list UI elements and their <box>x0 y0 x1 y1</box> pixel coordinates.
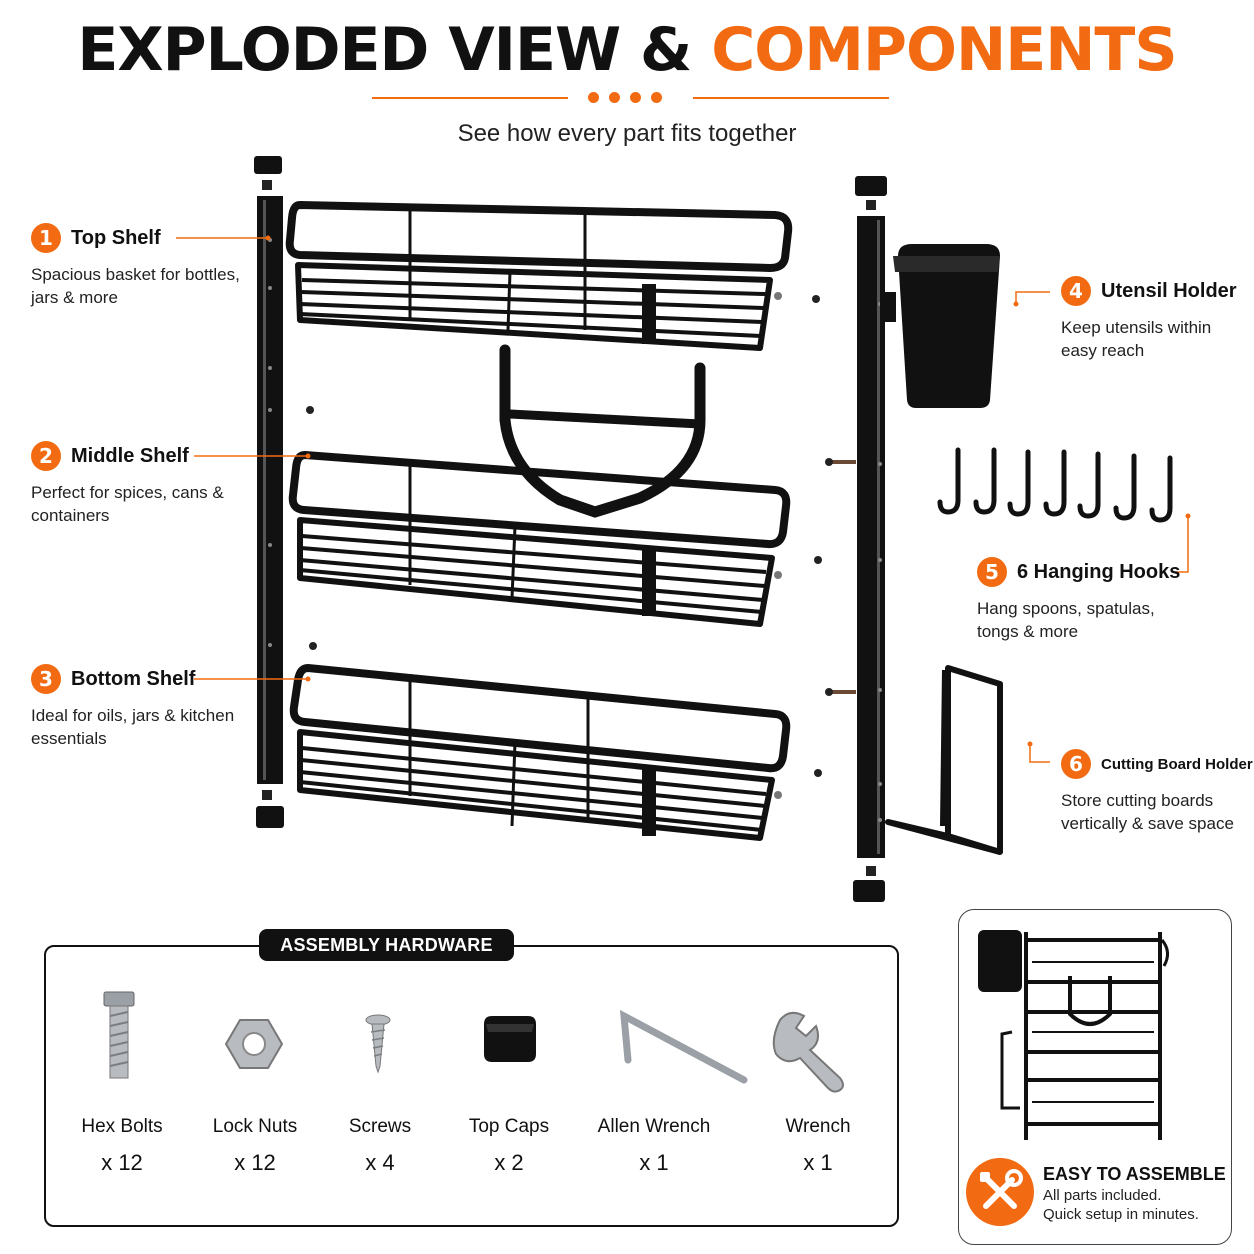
hardware-item-screws: Screws x 4 <box>305 1116 455 1176</box>
hardware-item-allen-wrench: Allen Wrench x 1 <box>579 1116 729 1176</box>
callout-desc: Perfect for spices, cans & containers <box>31 483 224 525</box>
title-orange: COMPONENTS <box>711 15 1177 85</box>
callout-name: Bottom Shelf <box>71 667 196 690</box>
callout-name: Utensil Holder <box>1101 279 1237 302</box>
hardware-qty: x 2 <box>494 1150 524 1175</box>
easy-assemble-line2: Quick setup in minutes. <box>1043 1206 1199 1223</box>
callout-name: Top Shelf <box>71 226 161 249</box>
callout-name: Cutting Board Holder <box>1101 755 1253 773</box>
hardware-item-top-caps: Top Caps x 2 <box>434 1116 584 1176</box>
left-post <box>254 156 284 828</box>
assembled-rack-thumbnail <box>978 930 1169 1140</box>
title-divider-right <box>693 97 889 99</box>
wrench-icon <box>772 1011 844 1093</box>
hardware-item-lock-nuts: Lock Nuts x 12 <box>180 1116 330 1176</box>
utensil-holder-drawing <box>880 244 1000 408</box>
hardware-qty: x 12 <box>234 1150 276 1175</box>
callout-desc: Keep utensils within easy reach <box>1061 318 1212 360</box>
tools-icon <box>966 1158 1034 1226</box>
callout-bottom-shelf: 3 Bottom Shelf Ideal for oils, jars & ki… <box>31 664 241 750</box>
top-cap-icon <box>484 1016 536 1062</box>
easy-assemble-panel <box>958 909 1232 1245</box>
middle-shelf-drawing <box>288 451 791 627</box>
center-bracket-drawing <box>499 344 706 518</box>
hardware-title: ASSEMBLY HARDWARE <box>259 929 514 961</box>
callout-desc: Ideal for oils, jars & kitchen essential… <box>31 706 235 748</box>
hex-bolt-icon <box>103 991 135 1079</box>
hardware-name: Top Caps <box>468 1116 550 1137</box>
title-black: EXPLODED VIEW & <box>77 15 692 85</box>
hardware-name: Allen Wrench <box>597 1116 711 1137</box>
callout-name: Middle Shelf <box>71 444 189 467</box>
callout-name: 6 Hanging Hooks <box>1017 560 1181 583</box>
hardware-panel <box>44 945 899 1227</box>
hardware-item-wrench: Wrench x 1 <box>743 1116 893 1176</box>
bottom-shelf-drawing <box>289 664 791 841</box>
allen-wrench-icon <box>619 1009 748 1084</box>
hardware-name: Lock Nuts <box>212 1116 298 1137</box>
fastener-drawings <box>306 292 856 799</box>
page-title: EXPLODED VIEW & COMPONENTS <box>0 14 1254 86</box>
easy-assemble-line1: All parts included. <box>1043 1187 1162 1204</box>
hardware-qty: x 12 <box>101 1150 143 1175</box>
callout-top-shelf: 1 Top Shelf Spacious basket for bottles,… <box>31 223 241 309</box>
callout-middle-shelf: 2 Middle Shelf Perfect for spices, cans … <box>31 441 241 527</box>
leader-lines <box>176 237 1189 763</box>
number-badge: 1 <box>31 223 61 253</box>
screw-icon <box>365 1014 391 1074</box>
divider-dot <box>588 92 599 103</box>
easy-assemble-title: EASY TO ASSEMBLE <box>1043 1164 1226 1184</box>
hardware-qty: x 4 <box>365 1150 395 1175</box>
hardware-name: Hex Bolts <box>81 1116 163 1137</box>
hardware-qty: x 1 <box>803 1150 833 1175</box>
number-badge: 5 <box>977 557 1007 587</box>
hardware-name: Screws <box>348 1116 412 1137</box>
callout-desc: Spacious basket for bottles, jars & more <box>31 265 240 307</box>
hardware-name: Wrench <box>785 1116 851 1137</box>
top-shelf-drawing <box>285 201 793 351</box>
cutting-board-holder-drawing <box>885 665 1003 855</box>
callout-utensil-holder: 4 Utensil Holder Keep utensils within ea… <box>1061 276 1237 362</box>
divider-dot <box>651 92 662 103</box>
lock-nut-icon <box>224 1019 284 1069</box>
number-badge: 6 <box>1061 749 1091 779</box>
callout-desc: Hang spoons, spatulas, tongs & more <box>977 599 1155 641</box>
page-subtitle: See how every part fits together <box>457 120 797 147</box>
divider-dot <box>609 92 620 103</box>
number-badge: 2 <box>31 441 61 471</box>
number-badge: 4 <box>1061 276 1091 306</box>
hooks-drawing <box>937 447 1173 523</box>
divider-dot <box>630 92 641 103</box>
callout-desc: Store cutting boards vertically & save s… <box>1061 791 1234 833</box>
number-badge: 3 <box>31 664 61 694</box>
hardware-qty: x 1 <box>639 1150 669 1175</box>
callout-cutting-board-holder: 6 Cutting Board Holder Store cutting boa… <box>1061 749 1253 835</box>
hardware-item-hex-bolts: Hex Bolts x 12 <box>47 1116 197 1176</box>
callout-hanging-hooks: 5 6 Hanging Hooks Hang spoons, spatulas,… <box>977 557 1180 643</box>
title-divider-left <box>372 97 568 99</box>
right-post <box>853 176 887 902</box>
